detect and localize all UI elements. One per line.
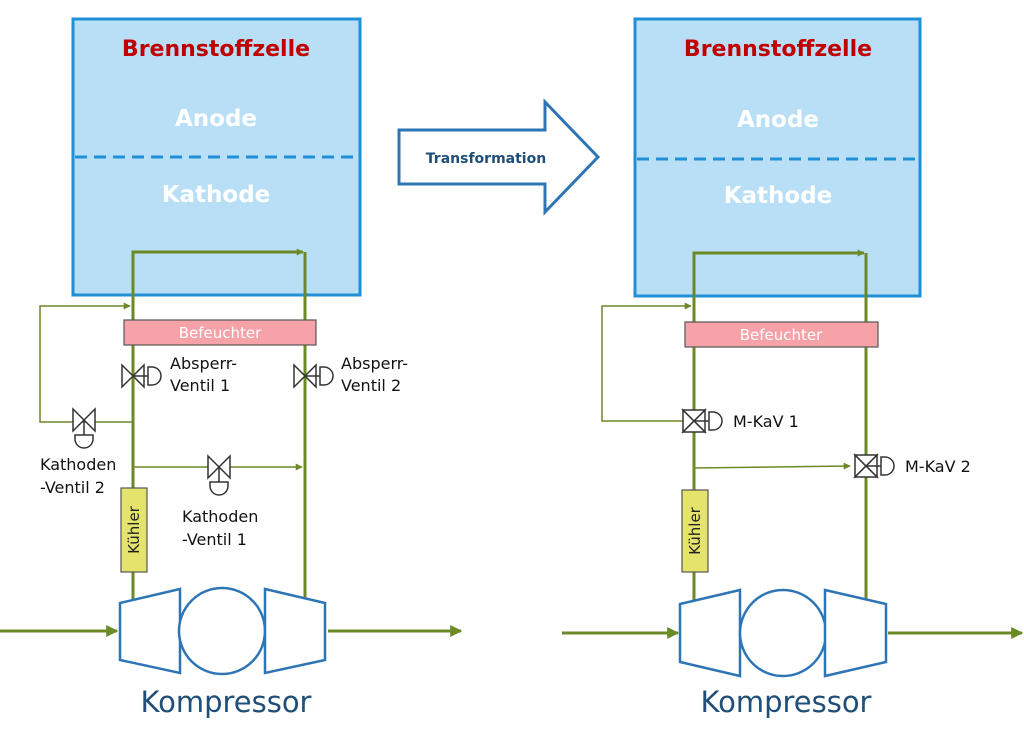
right-system: Brennstoffzelle Anode Kathode Befeuchter… — [562, 17, 1024, 719]
left-anode-label: Anode — [175, 106, 257, 132]
right-cathode-label: Kathode — [724, 183, 833, 209]
left-shutoff-valve-1-icon — [121, 364, 162, 388]
left-pipes — [0, 248, 463, 637]
left-system: Brennstoffzelle Anode Kathode Befeuchter… — [0, 17, 463, 719]
left-fuel-cell-title: Brennstoffzelle — [122, 37, 310, 62]
left-cooler — [120, 487, 148, 573]
left-shutoff-valve-2-icon — [293, 364, 334, 388]
left-cathode-valve-2-icon — [72, 408, 96, 449]
right-anode-label: Anode — [737, 107, 819, 133]
right-humidifier — [684, 321, 879, 348]
left-cathode-valve-1-icon — [207, 455, 231, 496]
right-cooler — [681, 489, 709, 573]
left-shutoff-valve-1-label: Absperr- Ventil 1 — [170, 354, 242, 395]
right-mkav-2-label: M-KaV 2 — [905, 457, 971, 476]
left-cathode-valve-2-label: Kathoden -Ventil 2 — [40, 455, 121, 497]
left-cooler-label: Kühler — [125, 505, 143, 553]
right-mkav-1-label: M-KaV 1 — [733, 412, 799, 431]
right-fuel-cell-title: Brennstoffzelle — [684, 37, 872, 62]
left-cathode-valve-1-label: Kathoden -Ventil 1 — [182, 507, 263, 549]
right-mkav-2-icon — [854, 454, 895, 478]
right-humidifier-label: Befeuchter — [740, 326, 823, 344]
left-cathode-label: Kathode — [162, 182, 271, 208]
right-compressor-icon — [678, 588, 888, 678]
transformation-arrow-shape — [397, 98, 601, 216]
right-compressor-label: Kompressor — [701, 685, 872, 719]
right-cooler-label: Kühler — [686, 506, 704, 554]
left-humidifier-label: Befeuchter — [179, 324, 262, 342]
right-pipes — [562, 249, 1024, 639]
transformation-label: Transformation — [426, 151, 546, 167]
left-compressor-label: Kompressor — [141, 685, 312, 719]
left-compressor-icon — [118, 586, 327, 676]
left-humidifier — [123, 319, 317, 346]
right-mkav-1-icon — [682, 409, 723, 433]
transformation-arrow: Transformation — [397, 98, 601, 216]
left-shutoff-valve-2-label: Absperr- Ventil 2 — [341, 354, 413, 395]
